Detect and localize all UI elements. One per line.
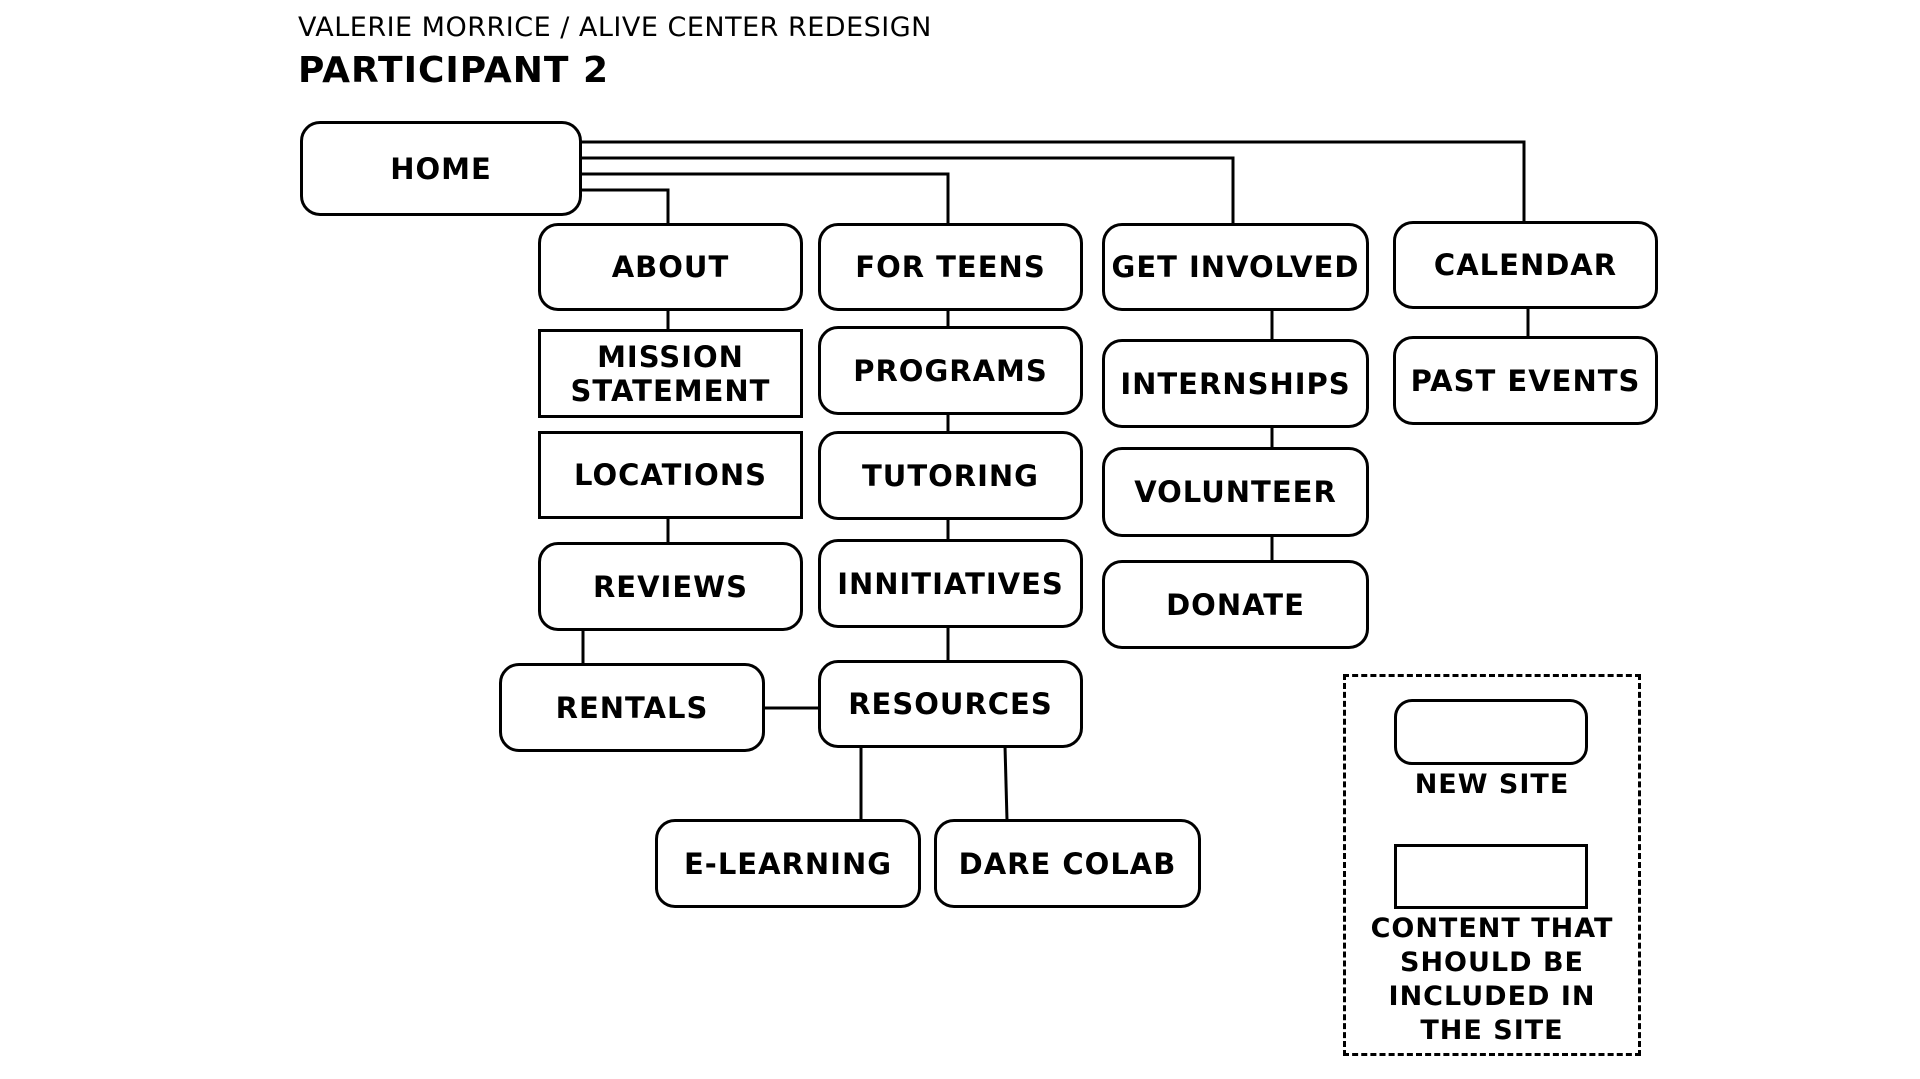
node-get-involved: GET INVOLVED [1102, 223, 1369, 311]
node-mission-statement: MISSION STATEMENT [538, 329, 803, 418]
node-e-learning: E-LEARNING [655, 819, 921, 908]
node-past-events: PAST EVENTS [1393, 336, 1658, 425]
connector-home-get-involved [580, 156, 1235, 224]
diagram-subtitle: VALERIE MORRICE / ALIVE CENTER REDESIGN [298, 12, 932, 43]
node-internships: INTERNSHIPS [1102, 339, 1369, 428]
legend-new-site-label: NEW SITE [1414, 769, 1570, 800]
node-resources: RESOURCES [818, 660, 1083, 748]
connector-resources-darecolab [1003, 745, 1009, 821]
node-volunteer: VOLUNTEER [1102, 447, 1369, 537]
node-tutoring: TUTORING [818, 431, 1083, 520]
node-for-teens: FOR TEENS [818, 223, 1083, 311]
node-innitiatives: INNITIATIVES [818, 539, 1083, 628]
diagram-title: PARTICIPANT 2 [298, 50, 610, 91]
connector-home-calendar [580, 140, 1526, 223]
connector-home-about [580, 188, 670, 224]
connector-home-for-teens [580, 172, 950, 224]
node-calendar: CALENDAR [1393, 221, 1658, 309]
node-locations: LOCATIONS [538, 431, 803, 519]
node-rentals: RENTALS [499, 663, 765, 752]
node-donate: DONATE [1102, 560, 1369, 649]
node-programs: PROGRAMS [818, 326, 1083, 415]
node-home: HOME [300, 121, 582, 216]
node-about: ABOUT [538, 223, 803, 311]
legend-new-site-swatch [1394, 699, 1588, 765]
legend-box: NEW SITE CONTENT THAT SHOULD BE INCLUDED… [1343, 674, 1641, 1056]
node-reviews: REVIEWS [538, 542, 803, 631]
legend-content-swatch [1394, 844, 1588, 909]
legend-content-label: CONTENT THAT SHOULD BE INCLUDED IN THE S… [1370, 913, 1614, 1046]
node-dare-colab: DARE COLAB [934, 819, 1201, 908]
